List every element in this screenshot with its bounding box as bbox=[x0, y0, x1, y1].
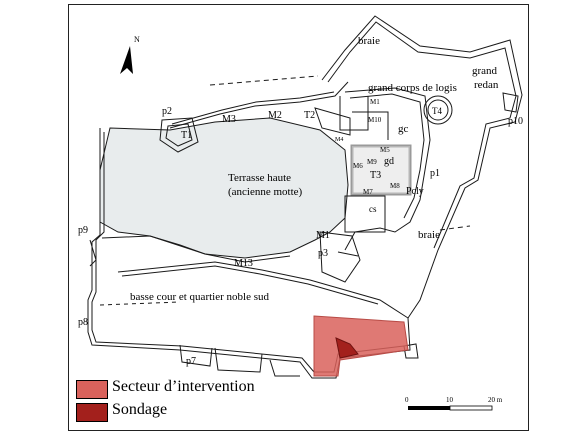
north-label: N bbox=[134, 35, 140, 44]
label-grand-corps: grand corps de logis bbox=[368, 82, 457, 94]
label-p7: p7 bbox=[186, 356, 196, 367]
legend-swatch-intervention bbox=[76, 380, 108, 399]
legend-label-sondage: Sondage bbox=[112, 401, 168, 418]
label-pcly: Pcly bbox=[406, 186, 424, 197]
label-p1: p1 bbox=[430, 168, 440, 179]
label-p10: p10 bbox=[508, 116, 523, 127]
sondage-area bbox=[335, 337, 359, 359]
label-t4: T4 bbox=[432, 106, 442, 116]
label-redan: redan bbox=[474, 79, 499, 91]
label-m8: M8 bbox=[390, 182, 400, 190]
map-frame bbox=[68, 4, 529, 431]
label-m3: M3 bbox=[222, 114, 236, 125]
label-gd: gd bbox=[384, 156, 394, 167]
label-m2: M2 bbox=[268, 110, 282, 121]
label-m6: M6 bbox=[353, 162, 363, 170]
label-ancienne-motte: (ancienne motte) bbox=[228, 186, 303, 198]
label-p3: p3 bbox=[318, 248, 328, 259]
label-terrasse-haute: Terrasse haute bbox=[228, 172, 291, 184]
scale-tick-20: 20 m bbox=[488, 396, 503, 404]
scale-bar: 0 10 20 m bbox=[405, 396, 503, 411]
label-m10: M10 bbox=[368, 116, 382, 124]
label-t3: T3 bbox=[370, 170, 381, 181]
legend-swatch-sondage bbox=[76, 403, 108, 422]
label-m13: M13 bbox=[234, 258, 253, 269]
label-m4: M4 bbox=[335, 137, 343, 143]
label-gc: gc bbox=[398, 123, 409, 135]
label-p8: p8 bbox=[78, 317, 88, 328]
north-arrow: N bbox=[120, 35, 140, 74]
label-m5: M5 bbox=[380, 146, 390, 154]
map-labels: braie grand redan grand corps de logis g… bbox=[78, 35, 523, 367]
label-m9: M9 bbox=[367, 158, 377, 166]
label-t2: T2 bbox=[304, 110, 315, 121]
label-braie-top: braie bbox=[358, 35, 380, 47]
label-braie-right: braie bbox=[418, 229, 440, 241]
label-cs: cs bbox=[369, 204, 377, 214]
label-t1: T1 bbox=[181, 130, 192, 141]
tower-t3-fill bbox=[352, 146, 410, 194]
label-p2: p2 bbox=[162, 106, 172, 117]
legend-label-intervention: Secteur d’intervention bbox=[112, 378, 255, 395]
label-m7: M7 bbox=[363, 188, 373, 196]
castle-walls bbox=[87, 15, 523, 379]
terrace-area bbox=[99, 117, 349, 259]
tower-t3 bbox=[350, 144, 412, 196]
label-grand: grand bbox=[472, 65, 498, 77]
label-p9: p9 bbox=[78, 225, 88, 236]
scale-tick-0: 0 bbox=[405, 396, 409, 404]
label-m1-top: M1 bbox=[370, 98, 380, 106]
intervention-sector bbox=[313, 315, 409, 377]
label-basse-cour: basse cour et quartier noble sud bbox=[130, 291, 269, 303]
scale-tick-10: 10 bbox=[446, 396, 454, 404]
label-m1-mid: M1 bbox=[316, 230, 330, 241]
